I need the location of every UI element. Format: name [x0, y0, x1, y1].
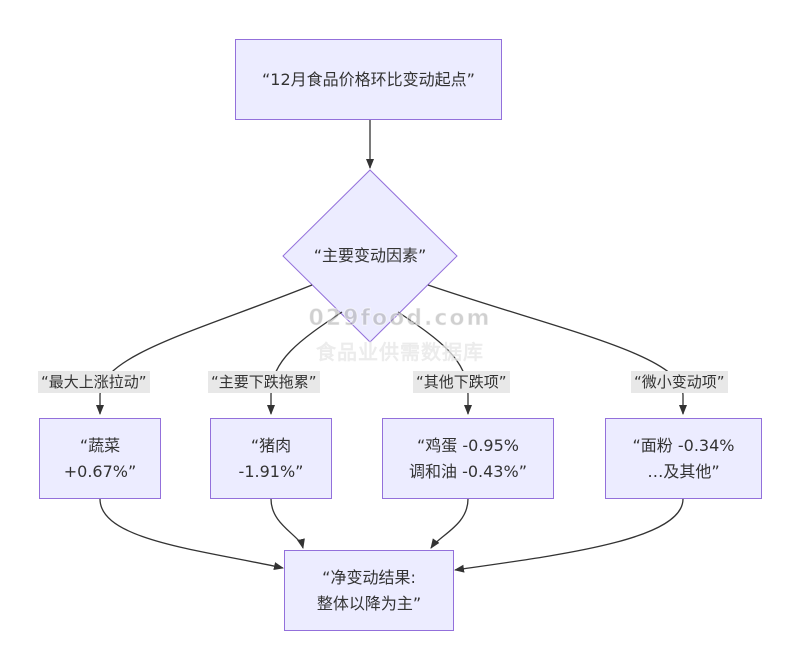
edge-label-largest-rise: “最大上涨拉动” — [38, 371, 150, 393]
edge-vegetables-to-result — [99, 498, 284, 571]
flour-line2: …及其他” — [647, 461, 720, 481]
start-node-label: “12月食品价格环比变动起点” — [262, 69, 475, 89]
edge-flour-to-result — [454, 498, 684, 573]
edge-label-other-decline: “其他下跌项” — [413, 371, 510, 393]
edge-egg-oil-to-result — [430, 498, 469, 549]
edge-label-main-drag: “主要下跌拖累” — [208, 371, 320, 393]
edge-label-minor-change: “微小变动项” — [631, 371, 728, 393]
edge-decision-to-vegetables — [96, 284, 313, 415]
start-node: “12月食品价格环比变动起点” — [235, 39, 502, 120]
egg-oil-line2: 调和油 -0.43%” — [409, 461, 527, 481]
vegetables-node: “蔬菜 +0.67%” — [39, 418, 161, 499]
pork-line2: -1.91%” — [238, 461, 304, 481]
egg-oil-node: “鸡蛋 -0.95% 调和油 -0.43%” — [382, 418, 554, 499]
vegetables-line1: “蔬菜 — [79, 435, 121, 455]
flour-node: “面粉 -0.34% …及其他” — [605, 418, 762, 499]
pork-node: “猪肉 -1.91%” — [210, 418, 332, 499]
watermark-site: 029food.com — [308, 306, 492, 332]
egg-oil-line1: “鸡蛋 -0.95% — [417, 435, 519, 455]
result-line1: “净变动结果: — [322, 567, 416, 587]
vegetables-line2: +0.67%” — [63, 461, 137, 481]
result-line2: 整体以降为主” — [316, 593, 422, 613]
flour-line1: “面粉 -0.34% — [632, 435, 735, 455]
decision-diamond — [282, 169, 458, 343]
pork-line1: “猪肉 — [250, 435, 292, 455]
decision-node-label: “主要变动因素” — [313, 246, 427, 265]
result-node: “净变动结果: 整体以降为主” — [284, 550, 454, 631]
edge-pork-to-result — [270, 498, 305, 549]
watermark-title: 食品业供需数据库 — [316, 340, 484, 365]
